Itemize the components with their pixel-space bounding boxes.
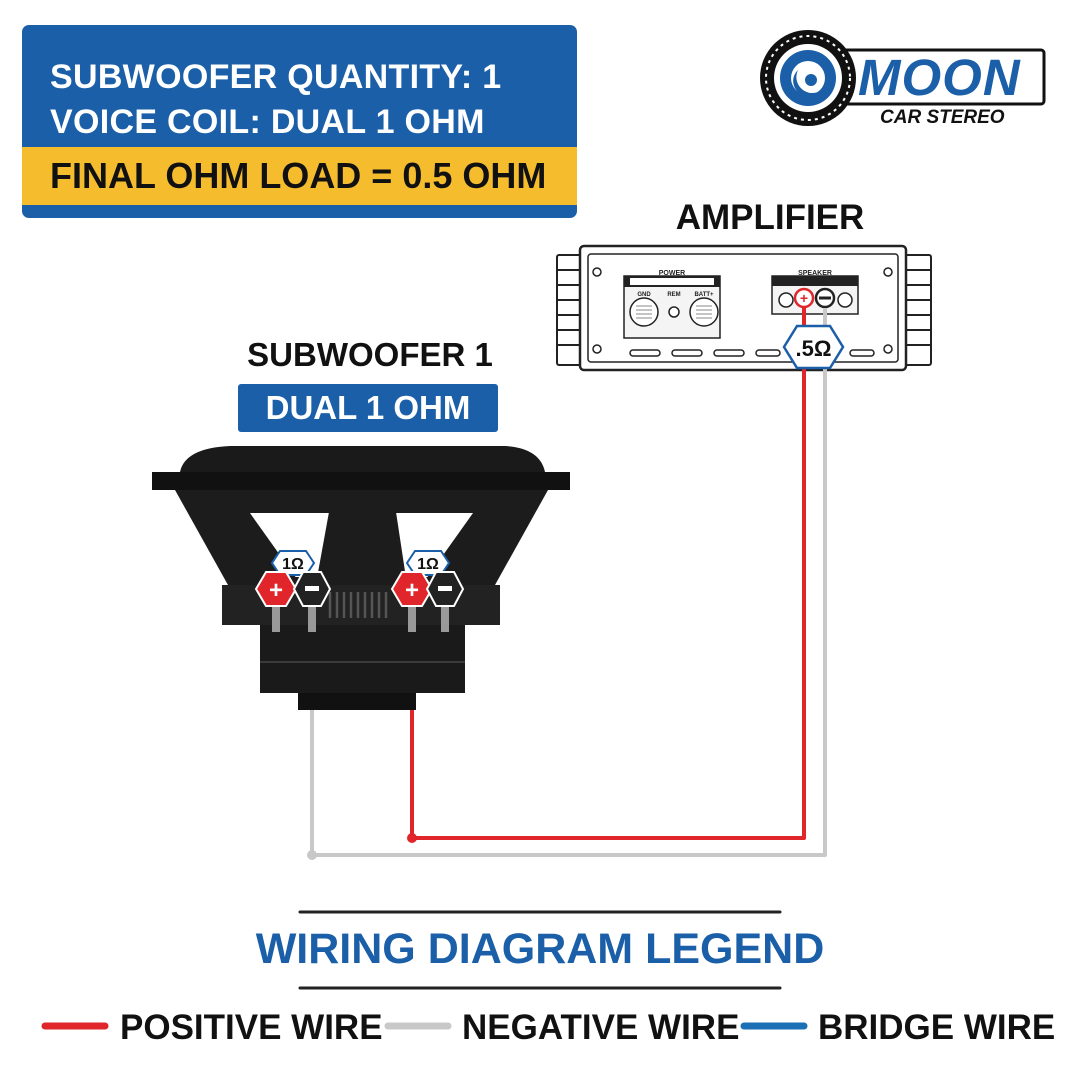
amplifier-batt-label: BATT+ [694,292,714,298]
coil-1-terminals: + [254,550,332,632]
legend-negative-label: NEGATIVE WIRE [462,1008,740,1047]
amplifier-positive-terminal: + [793,287,815,309]
coil-1-negative-terminal [292,571,332,607]
subwoofer-magnet [260,625,465,693]
coil-2-ohm-label: 1Ω [417,556,439,573]
coil-1-positive-terminal: + [254,571,298,607]
amplifier-power-label: POWER [659,270,685,277]
plus-icon: + [269,577,283,604]
legend-title: WIRING DIAGRAM LEGEND [255,925,825,973]
positive-wire-main [410,360,806,840]
amplifier-speaker-label: SPEAKER [798,270,832,277]
amplifier-load-badge [782,324,845,370]
amplifier-negative-terminal [814,287,836,309]
config-info-card: SUBWOOFER QUANTITY: 1 VOICE COIL: DUAL 1… [22,25,577,218]
final-ohm-load-text: FINAL OHM LOAD = 0.5 OHM [50,155,547,196]
plus-icon: + [800,290,808,306]
amplifier-gnd-label: GND [637,292,651,298]
plus-icon: + [405,577,419,604]
minus-icon [819,296,831,300]
subwoofer-basket [175,490,548,585]
minus-icon [305,586,319,591]
amplifier-title: AMPLIFIER [675,198,865,237]
final-load-band: FINAL OHM LOAD = 0.5 OHM [22,147,577,205]
coil-2-terminals: + [390,550,465,632]
legend-positive-label: POSITIVE WIRE [120,1008,383,1047]
minus-icon [438,586,452,591]
negative-wire-main [310,360,827,857]
amplifier: POWER GND REM BATT+ SPEAKER + [556,244,932,372]
coil-1-ohm-label: 1Ω [282,556,304,573]
brand-name: MOON [858,49,1021,106]
coil-2-positive-terminal: + [390,571,434,607]
amplifier-power-terminal-block [623,275,721,339]
subwoofer-coil-badge: DUAL 1 OHM [238,384,498,432]
subwoofer-mounting-flange [152,472,570,490]
positive-wire-junction [407,833,417,843]
amplifier-load-value: .5Ω [796,336,832,361]
amplifier-rem-label: REM [667,292,680,298]
amplifier-speaker-terminal-block [771,275,859,315]
negative-wire-junction [307,850,317,860]
coil-2-negative-terminal [425,571,465,607]
subwoofer-backplate [298,693,416,710]
brand-tagline: CAR STEREO [880,107,1005,128]
subwoofer-title: SUBWOOFER 1 [247,336,493,373]
amplifier-heatsink-fins [556,254,932,366]
subwoofer-quantity-text: SUBWOOFER QUANTITY: 1 [50,58,502,96]
subwoofer-top-rim [180,446,545,472]
subwoofer [152,446,570,710]
legend-bridge-label: BRIDGE WIRE [818,1008,1056,1047]
voice-coil-text: VOICE COIL: DUAL 1 OHM [50,103,485,141]
subwoofer-vent-slots [328,592,388,618]
